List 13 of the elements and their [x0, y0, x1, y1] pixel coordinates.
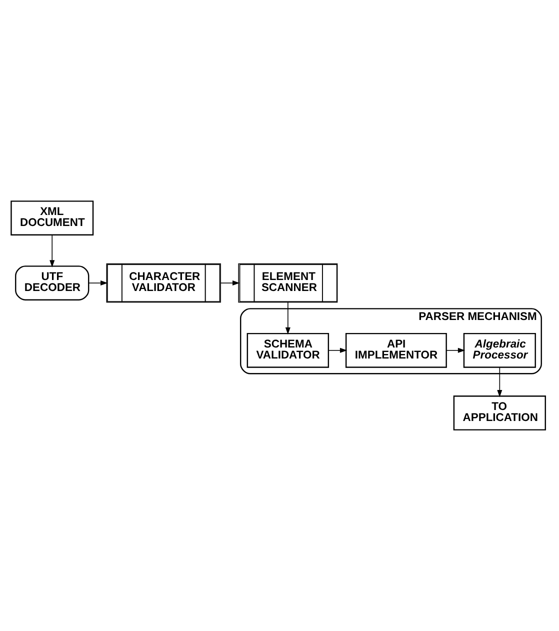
- arrow: [220, 280, 240, 286]
- arrow: [446, 348, 466, 353]
- node-box: API IMPLEMENTOR: [345, 332, 447, 368]
- arrow: [285, 302, 290, 335]
- node-box: XML DOCUMENT: [10, 200, 94, 236]
- arrow: [50, 234, 55, 268]
- node-box: SCHEMA VALIDATOR: [246, 332, 330, 368]
- arrow: [328, 348, 348, 353]
- node-box: Algebraic Processor: [463, 332, 536, 368]
- node-box: TO APPLICATION: [453, 396, 546, 430]
- arrow: [497, 367, 502, 398]
- node-box: UTF DECODER: [15, 266, 90, 300]
- arrow: [88, 280, 108, 286]
